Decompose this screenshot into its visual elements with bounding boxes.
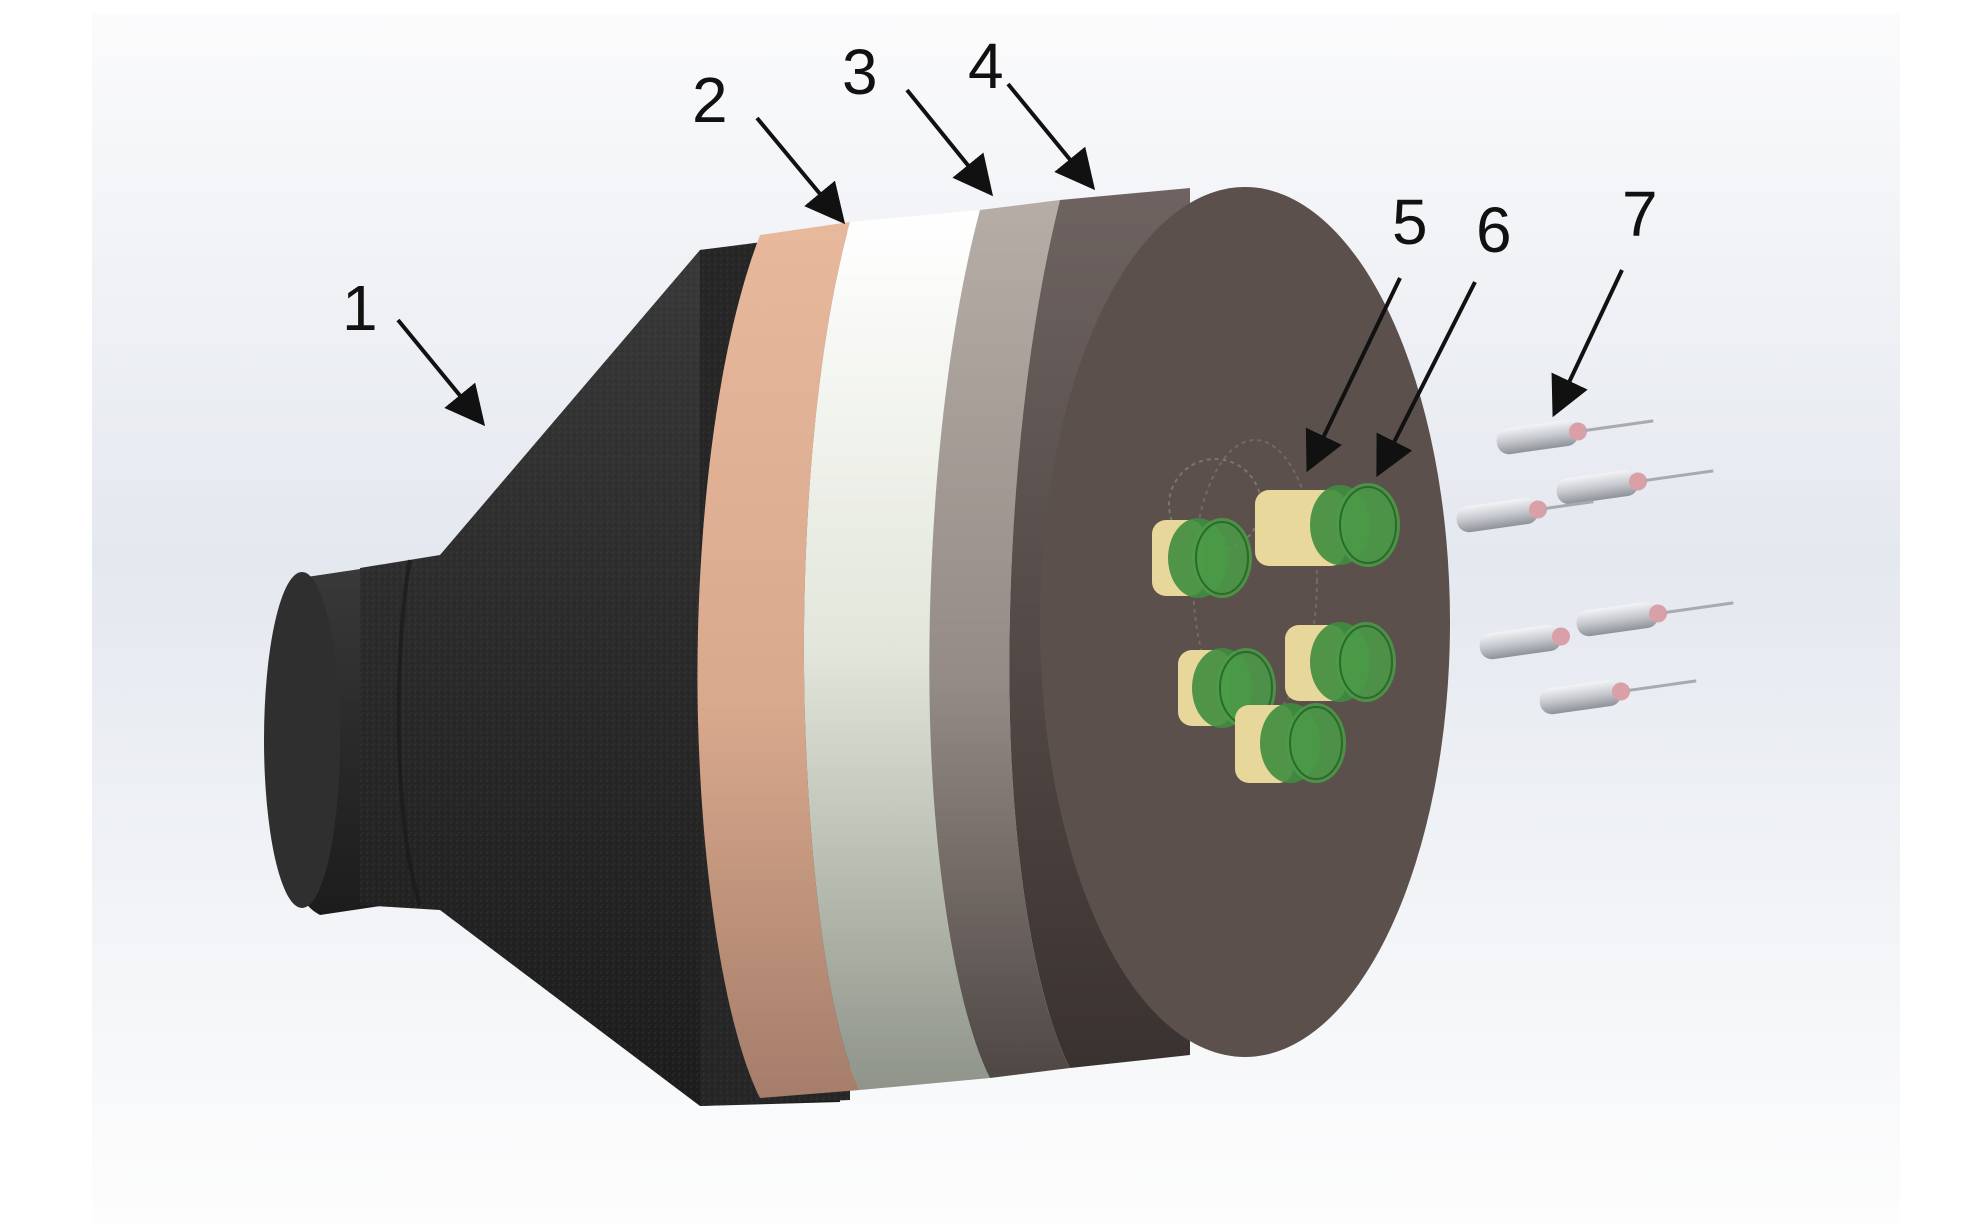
- crystal-d: [1285, 622, 1396, 702]
- layer-2-band: [697, 222, 860, 1098]
- crystal-e: [1235, 703, 1346, 783]
- callout-label-4: 4: [968, 30, 1004, 102]
- layer-4-band: [929, 200, 1070, 1078]
- connector-pin: [1556, 469, 1714, 505]
- arrow-icon: [1006, 82, 1096, 191]
- callout-label-5: 5: [1392, 186, 1428, 258]
- connector-pin: [1479, 625, 1571, 660]
- crystal-array: [1152, 483, 1400, 783]
- connector-pin: [1576, 601, 1734, 637]
- layer-3-band: [803, 210, 990, 1090]
- connector-pin: [1496, 419, 1654, 455]
- arrow-icon: [1305, 277, 1402, 473]
- crystal-c: [1178, 648, 1276, 728]
- arrow-icon: [905, 88, 994, 197]
- connector-pin: [1539, 679, 1697, 715]
- connector-pin: [1456, 498, 1594, 533]
- arrow-icon: [396, 318, 486, 427]
- crystal-a: [1152, 518, 1252, 598]
- callout-label-2: 2: [692, 64, 728, 136]
- callout-label-7: 7: [1622, 178, 1658, 250]
- callout-labels: 1 2 3 4 5 6 7: [342, 30, 1658, 344]
- connector-pins: [1456, 419, 1734, 715]
- callout-arrows: [396, 82, 1624, 478]
- crystal-b: [1255, 483, 1400, 567]
- callout-label-6: 6: [1476, 194, 1512, 266]
- arrow-icon: [1551, 269, 1624, 418]
- arrow-icon: [755, 116, 846, 225]
- callout-label-3: 3: [842, 36, 878, 108]
- end-disc: [1009, 187, 1450, 1068]
- callout-label-1: 1: [342, 272, 378, 344]
- arrow-icon: [1376, 281, 1477, 478]
